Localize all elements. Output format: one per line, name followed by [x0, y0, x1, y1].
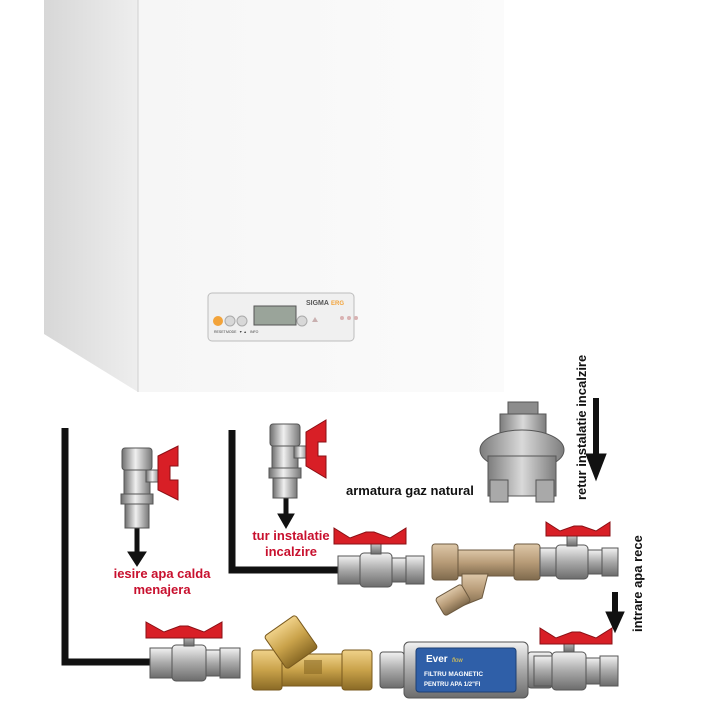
- filter-label-line2: PENTRU APA 1/2"FI: [424, 682, 481, 688]
- arrows-label: ▼ ▲: [239, 330, 247, 334]
- brand-logo-suffix: ERG: [331, 301, 344, 307]
- valve-handle-icon[interactable]: [545, 521, 611, 537]
- heating-flow-pipe: [228, 430, 342, 574]
- info-button-icon[interactable]: [296, 315, 308, 327]
- valve-handle-icon[interactable]: [157, 445, 179, 501]
- valve-handle-icon[interactable]: [145, 621, 223, 639]
- arrow-down-icon: [277, 498, 295, 530]
- info-label: INFO: [250, 330, 259, 334]
- filter-brand-sub: flow: [452, 658, 463, 664]
- valve-heating-flow-line[interactable]: [333, 527, 425, 588]
- heating-indicator-icons: [340, 316, 358, 320]
- gas-regulator[interactable]: [479, 401, 565, 503]
- valve-cold-water-in[interactable]: [533, 627, 619, 691]
- boiler-unit: RESET MODE ▼ ▲ INFO SIGMA ERG: [44, 0, 504, 392]
- reset-label: RESET: [214, 330, 227, 334]
- label-gas-fitting: armatura gaz natural: [346, 483, 474, 498]
- y-strainer-return: [431, 543, 541, 616]
- pipe-lines: [61, 428, 342, 666]
- arrows-button-icon[interactable]: [236, 315, 248, 327]
- valve-handle-icon[interactable]: [539, 627, 613, 645]
- label-heating-flow: tur instalatie incalzire: [236, 528, 346, 560]
- valve-hot-water-line[interactable]: [145, 621, 241, 682]
- filter-brand: Ever: [426, 654, 448, 665]
- valve-handle-icon[interactable]: [305, 419, 327, 479]
- brand-logo: SIGMA: [306, 300, 329, 307]
- flame-icon: [312, 317, 318, 322]
- arrow-down-icon: [605, 592, 625, 634]
- filter-label-line1: FILTRU MAGNETIC: [424, 671, 483, 678]
- y-strainer-brass: [251, 615, 373, 691]
- valve-heating-flow[interactable]: [268, 419, 327, 499]
- label-heating-flow-line2: incalzire: [264, 544, 318, 559]
- label-heating-return: retur instalatie incalzire: [574, 354, 589, 500]
- valve-hot-water-out[interactable]: [120, 445, 179, 529]
- reset-button-icon[interactable]: [213, 316, 223, 326]
- label-heating-flow-line1: tur instalatie: [252, 528, 330, 543]
- mode-button-icon[interactable]: [224, 315, 236, 327]
- label-hot-water-out: iesire apa calda menajera: [92, 566, 232, 598]
- valve-handle-icon[interactable]: [333, 527, 407, 545]
- boiler-side-panel: [44, 0, 138, 392]
- boiler-lcd-display: [253, 305, 297, 326]
- label-hot-water-out-line1: iesire apa calda: [113, 566, 211, 581]
- valve-heating-return[interactable]: [539, 521, 619, 580]
- label-hot-water-out-line2: menajera: [133, 582, 191, 597]
- boiler-control-panel: RESET MODE ▼ ▲ INFO SIGMA ERG: [207, 292, 358, 342]
- arrow-down-icon: [585, 398, 607, 482]
- magnetic-filter: Ever flow FILTRU MAGNETIC PENTRU APA 1/2…: [379, 641, 553, 699]
- hot-water-pipe: [61, 428, 155, 666]
- label-cold-water-in: intrare apa rece: [630, 535, 645, 632]
- mode-label: MODE: [226, 330, 237, 334]
